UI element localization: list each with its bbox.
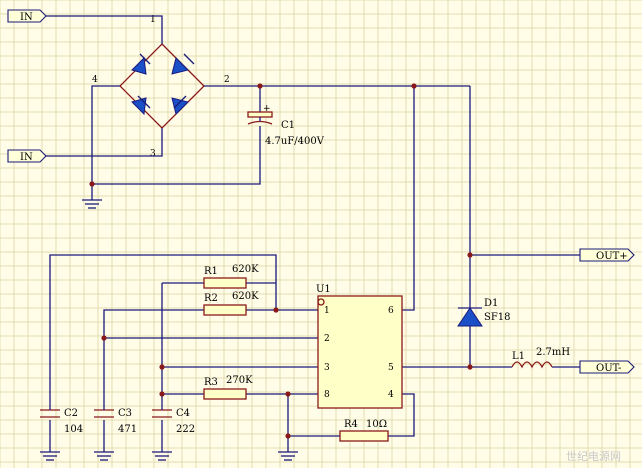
u1-pin3-label: 3 bbox=[324, 363, 330, 373]
capacitor-c4: C4 222 bbox=[152, 400, 195, 435]
r1-value-label: 620K bbox=[232, 264, 259, 275]
r3-ref-label: R3 bbox=[204, 377, 218, 388]
r1-ref-label: R1 bbox=[204, 266, 218, 277]
ground-icon bbox=[152, 451, 172, 461]
r4-ref-label: R4 bbox=[344, 419, 358, 430]
pin1-marker-icon bbox=[317, 298, 325, 306]
port-out-minus-label: OUT- bbox=[596, 363, 621, 374]
u1-pin5-label: 5 bbox=[388, 363, 394, 373]
wires bbox=[46, 15, 580, 452]
watermark-text: 世纪电源网 bbox=[566, 449, 621, 463]
ground-icon bbox=[278, 451, 298, 461]
junction-dot bbox=[159, 391, 165, 397]
c4-value-label: 222 bbox=[176, 424, 195, 435]
r2-value-label: 620K bbox=[232, 291, 259, 302]
c4-ref-label: C4 bbox=[176, 408, 190, 419]
junction-dot bbox=[467, 364, 473, 370]
ground-symbols bbox=[40, 199, 298, 461]
port-out-minus: OUT- bbox=[579, 360, 635, 374]
resistor-r3: R3 270K bbox=[203, 375, 253, 400]
ground-icon bbox=[82, 199, 102, 209]
c3-ref-label: C3 bbox=[118, 408, 132, 419]
bridge-pin-4-label: 4 bbox=[92, 75, 98, 85]
capacitor-c3: C3 471 bbox=[94, 400, 137, 435]
junction-dot bbox=[101, 335, 107, 341]
resistor-r4: R4 10Ω bbox=[339, 419, 389, 442]
c2-ref-label: C2 bbox=[64, 408, 78, 419]
junction-dot bbox=[89, 181, 95, 187]
junction-dot bbox=[285, 391, 291, 397]
inductor-l1: L1 2.7mH bbox=[511, 347, 570, 369]
r4-value-label: 10Ω bbox=[366, 419, 387, 430]
junction-dot bbox=[285, 433, 291, 439]
junction-dot bbox=[257, 83, 263, 89]
junction-dot bbox=[467, 252, 473, 258]
port-in-top-label: IN bbox=[20, 12, 33, 23]
d1-ref-label: D1 bbox=[484, 298, 498, 309]
u1-pin4-label: 4 bbox=[388, 390, 394, 400]
junctions bbox=[89, 83, 473, 439]
bridge-pin-1-label: 1 bbox=[150, 15, 156, 25]
r2-ref-label: R2 bbox=[204, 293, 218, 304]
ground-icon bbox=[40, 451, 60, 461]
junction-dot bbox=[159, 364, 165, 370]
resistor-r1: R1 620K bbox=[203, 264, 259, 289]
bridge-diode-top-left bbox=[131, 53, 151, 75]
c2-value-label: 104 bbox=[64, 424, 83, 435]
bridge-rectifier: 1 2 3 4 bbox=[92, 15, 230, 159]
bridge-pin-3-label: 3 bbox=[150, 149, 156, 159]
l1-value-label: 2.7mH bbox=[536, 347, 570, 358]
ic-u1: U1 1 2 3 8 6 5 4 bbox=[316, 284, 403, 409]
port-in-top: IN bbox=[7, 9, 47, 23]
bridge-diode-bottom-right bbox=[171, 95, 189, 115]
c3-value-label: 471 bbox=[118, 424, 137, 435]
r3-value-label: 270K bbox=[226, 375, 253, 386]
bridge-pin-2-label: 2 bbox=[224, 75, 230, 85]
c1-polarity-mark: + bbox=[263, 104, 271, 114]
capacitor-c1: + C1 4.7uF/400V bbox=[247, 104, 325, 147]
junction-dot bbox=[273, 307, 279, 313]
capacitor-c2: C2 104 bbox=[40, 400, 83, 435]
u1-pin1-label: 1 bbox=[324, 306, 330, 316]
junction-dot bbox=[411, 83, 417, 89]
u1-ref-label: U1 bbox=[316, 284, 331, 295]
d1-value-label: SF18 bbox=[484, 312, 511, 323]
port-in-bottom: IN bbox=[7, 149, 47, 163]
u1-pin2-label: 2 bbox=[324, 334, 330, 344]
ground-icon bbox=[94, 451, 114, 461]
port-in-bottom-label: IN bbox=[20, 152, 33, 163]
c1-value-label: 4.7uF/400V bbox=[265, 136, 325, 147]
l1-ref-label: L1 bbox=[512, 351, 525, 362]
port-out-plus: OUT+ bbox=[579, 248, 635, 262]
u1-pin6-label: 6 bbox=[388, 306, 394, 316]
port-out-plus-label: OUT+ bbox=[596, 251, 628, 262]
u1-pin8-label: 8 bbox=[324, 390, 330, 400]
resistor-r2: R2 620K bbox=[203, 291, 259, 316]
c1-ref-label: C1 bbox=[281, 120, 295, 131]
bridge-diode-top-right bbox=[171, 53, 195, 75]
bridge-diode-bottom-left bbox=[131, 95, 151, 116]
diode-d1: D1 SF18 bbox=[457, 298, 511, 327]
